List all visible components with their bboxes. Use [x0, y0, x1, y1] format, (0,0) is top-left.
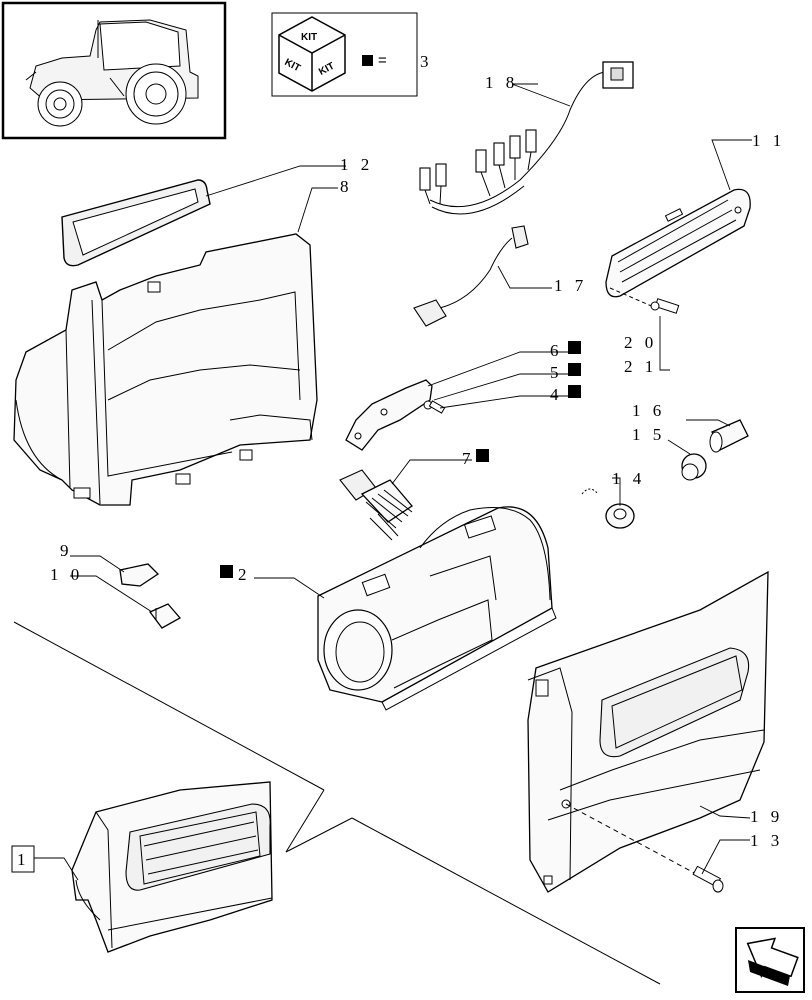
part-8-duct-housing — [13, 233, 318, 506]
callout-1: 1 — [17, 850, 30, 869]
part-12-gasket — [61, 179, 211, 267]
callout-2: 2 — [238, 565, 251, 584]
part-18-wiring-harness — [419, 61, 634, 215]
kit-marker-6 — [568, 341, 581, 354]
part-11-vent-outlet — [605, 188, 751, 298]
callout-6: 6 — [550, 341, 563, 360]
callout-14: 1 4 — [612, 469, 645, 488]
callout-5: 5 — [550, 363, 563, 382]
kit-marker-5 — [568, 363, 581, 376]
part-19-side-panel — [527, 570, 769, 893]
kit-marker-7 — [476, 449, 489, 462]
kit-legend: KIT KIT KIT = 3 — [271, 12, 433, 97]
part-16-switch — [709, 419, 749, 453]
navigation-arrow-icon[interactable] — [735, 927, 805, 993]
part-13-screw — [565, 803, 724, 893]
kit-ref-number: 3 — [420, 52, 433, 71]
callout-18: 1 8 — [485, 73, 518, 92]
leader-lines — [34, 83, 752, 881]
part-10-clip — [148, 603, 182, 629]
callout-19: 1 9 — [750, 807, 783, 826]
part-17-sensor-cable — [413, 225, 529, 327]
part-14-grommet — [581, 488, 635, 529]
callout-7: 7 — [462, 449, 475, 468]
callout-1-box — [11, 845, 35, 873]
kit-square-marker — [362, 55, 373, 66]
part-6-bracket — [345, 379, 433, 451]
part-7-resistor-module — [339, 469, 413, 541]
part-1-assembled-panel — [71, 781, 273, 953]
callout-21: 2 1 — [624, 357, 657, 376]
kit-marker-2 — [220, 565, 233, 578]
kit-text-top: KIT — [301, 32, 317, 43]
callout-9: 9 — [60, 541, 73, 560]
callout-8: 8 — [340, 177, 353, 196]
callout-12: 1 2 — [340, 155, 373, 174]
callout-17: 1 7 — [554, 276, 587, 295]
callout-4: 4 — [550, 385, 563, 404]
callout-10: 1 0 — [50, 565, 83, 584]
tractor-thumbnail-icon[interactable] — [1, 1, 227, 140]
kit-marker-4 — [568, 385, 581, 398]
part-9-clip — [119, 563, 160, 587]
callout-15: 1 5 — [632, 425, 665, 444]
part-20-screw — [609, 287, 680, 314]
part-15-knob — [681, 453, 707, 481]
section-divider-lines — [13, 621, 661, 985]
kit-equals: = — [378, 52, 387, 69]
part-4-5-screw-washer — [423, 400, 446, 414]
part-2-blower-motor — [317, 506, 557, 711]
callout-13: 1 3 — [750, 831, 783, 850]
callout-20: 2 0 — [624, 333, 657, 352]
callout-11: 1 1 — [752, 131, 785, 150]
kit-cube-icon: KIT KIT KIT — [278, 16, 346, 92]
callout-16: 1 6 — [632, 401, 665, 420]
